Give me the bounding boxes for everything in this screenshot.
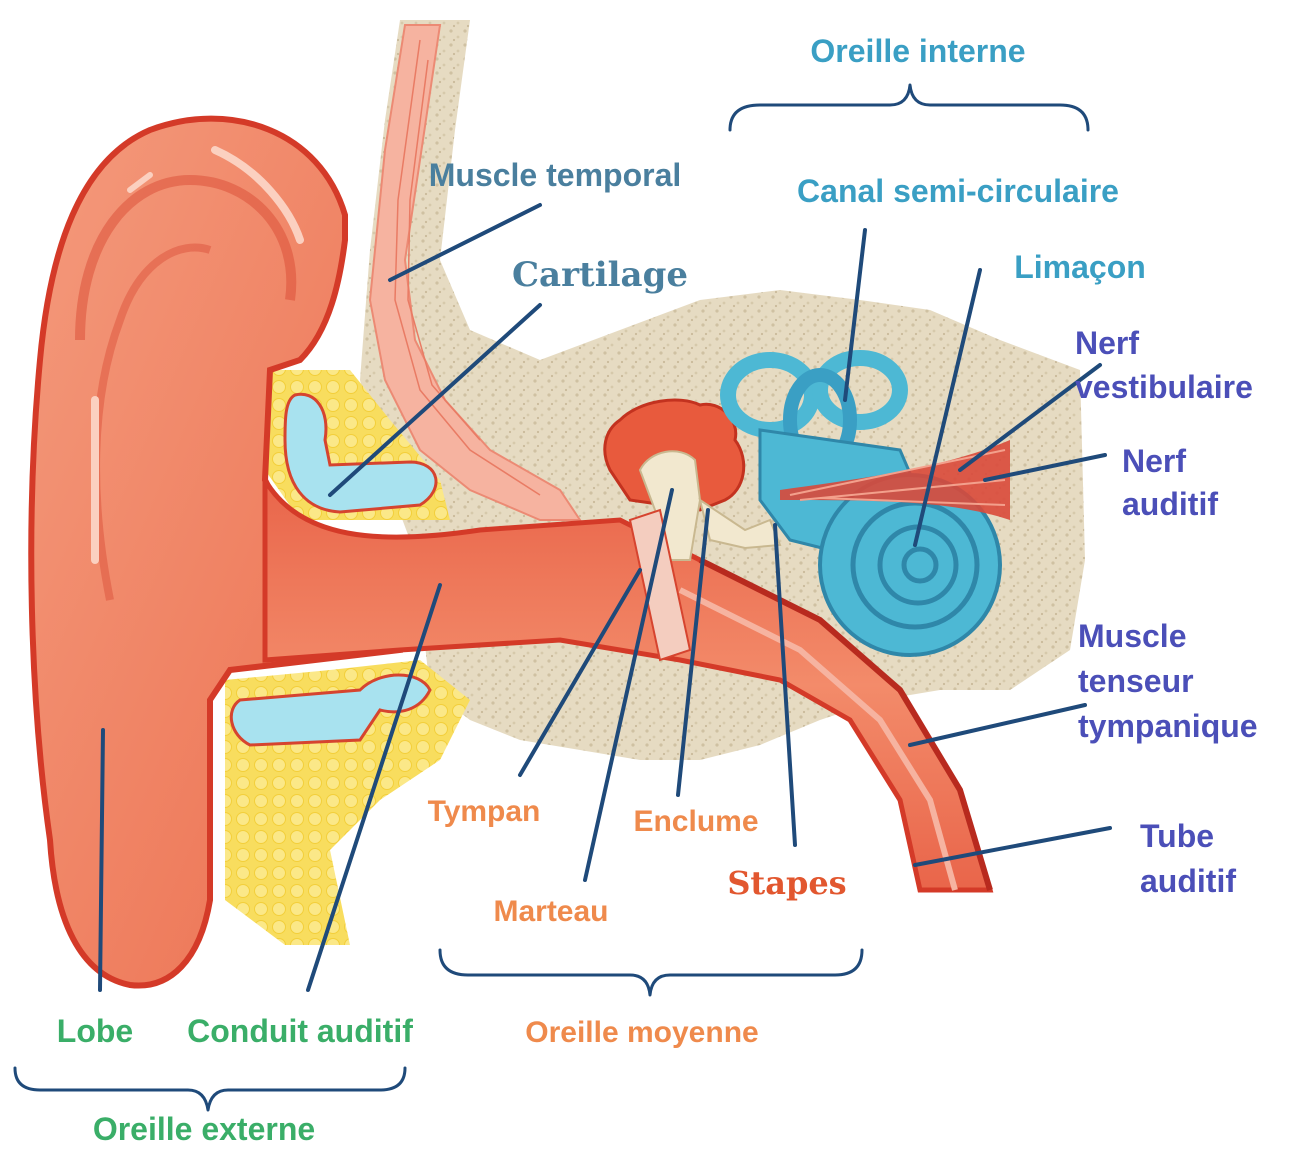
label-tube-auditif-line2: auditif: [1140, 863, 1236, 899]
label-muscle-tenseur-line1: Muscle: [1078, 618, 1186, 654]
label-lobe: Lobe: [57, 1013, 133, 1049]
label-marteau: Marteau: [493, 895, 608, 928]
label-cartilage: Cartilage: [512, 255, 688, 295]
label-tympan: Tympan: [428, 795, 541, 828]
label-nerf-vestibulaire-line1: Nerf: [1075, 325, 1139, 361]
label-canal-semi-circulaire: Canal semi-circulaire: [797, 173, 1119, 209]
label-conduit-auditif: Conduit auditif: [187, 1013, 413, 1049]
brace-oreille-moyenne: [440, 950, 862, 995]
line-muscle-tenseur: [910, 705, 1085, 745]
brace-oreille-externe: [15, 1068, 405, 1110]
label-oreille-interne: Oreille interne: [810, 33, 1025, 69]
label-oreille-externe: Oreille externe: [93, 1111, 315, 1147]
label-muscle-tenseur-line3: tympanique: [1078, 708, 1258, 744]
label-limacon: Limaçon: [1014, 249, 1146, 285]
label-nerf-auditif-line1: Nerf: [1122, 443, 1186, 479]
label-oreille-moyenne: Oreille moyenne: [525, 1016, 758, 1049]
label-stapes: Stapes: [727, 864, 846, 902]
label-muscle-tenseur-line2: tenseur: [1078, 663, 1194, 699]
label-enclume: Enclume: [633, 805, 758, 838]
label-tube-auditif-line1: Tube: [1140, 818, 1214, 854]
label-nerf-auditif-line2: auditif: [1122, 486, 1218, 522]
brace-oreille-interne: [730, 85, 1088, 130]
label-muscle-temporal: Muscle temporal: [429, 157, 682, 193]
label-nerf-vestibulaire-line2: vestibulaire: [1075, 369, 1253, 405]
